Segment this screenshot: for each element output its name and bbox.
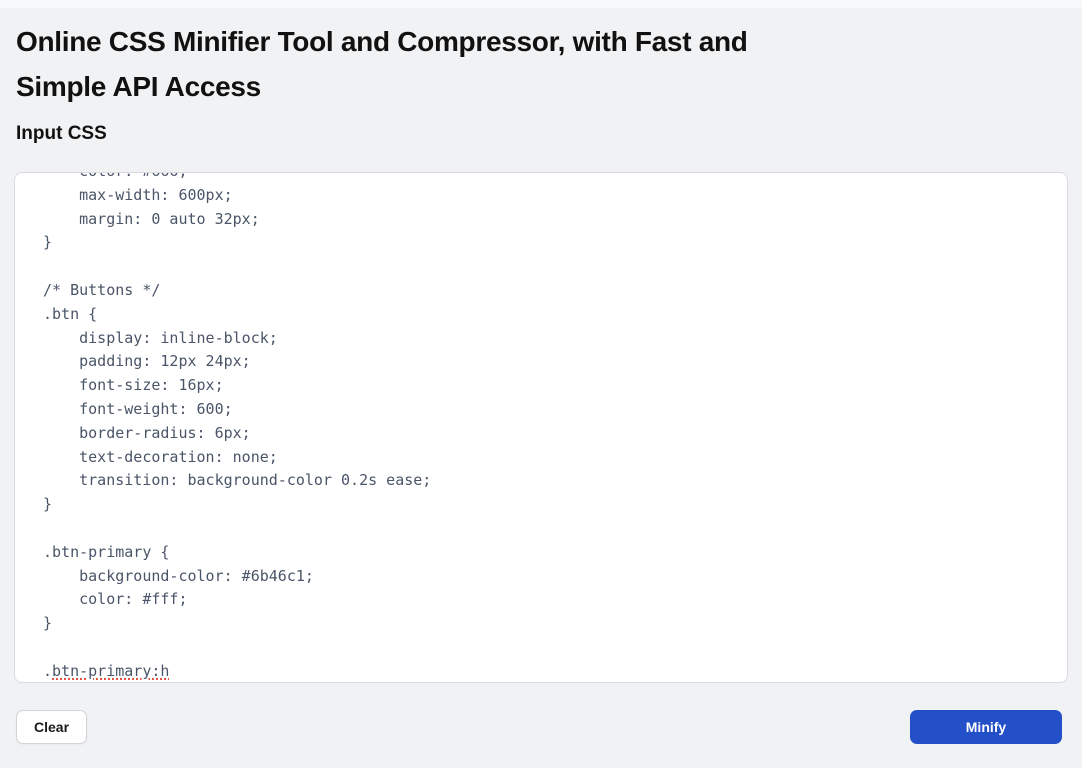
page-title-line-1: Online CSS Minifier Tool and Compressor,…	[16, 26, 748, 57]
top-strip	[0, 0, 1082, 8]
page-title-line-2: Simple API Access	[16, 71, 261, 102]
css-code-content: color: #666; max-width: 600px; margin: 0…	[43, 173, 432, 680]
minify-button[interactable]: Minify	[910, 710, 1062, 744]
action-bar: Clear Minify	[16, 710, 1066, 744]
css-input-editor[interactable]: color: #666; max-width: 600px; margin: 0…	[14, 172, 1068, 683]
spellcheck-underline: btn-primary:h	[52, 661, 170, 680]
input-css-label: Input CSS	[16, 123, 107, 144]
page-title: Online CSS Minifier Tool and Compressor,…	[16, 19, 1066, 109]
clear-button[interactable]: Clear	[16, 710, 88, 744]
